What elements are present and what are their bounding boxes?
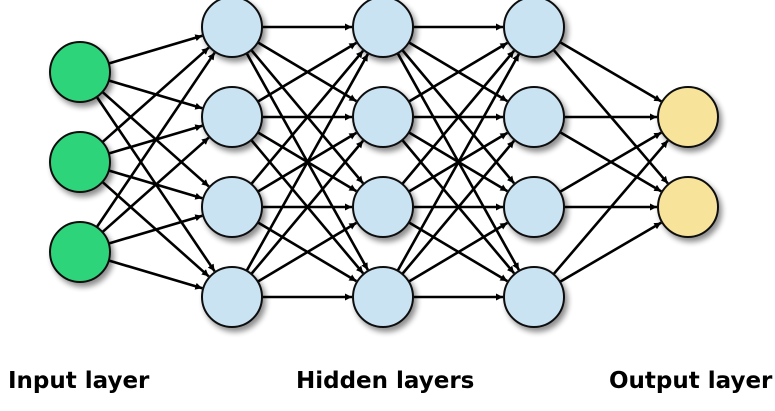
hidden-neuron-layer2-4 bbox=[201, 266, 263, 328]
connection-l3-n2-to-n1 bbox=[408, 41, 509, 103]
input-layer-label: Input layer bbox=[8, 368, 150, 394]
input-neuron-layer1-1 bbox=[49, 41, 111, 103]
hidden-neuron-layer4-1 bbox=[503, 0, 565, 58]
output-neuron-layer5-1 bbox=[657, 86, 719, 148]
hidden-neuron-layer4-3 bbox=[503, 176, 565, 238]
connection-l3-n4-to-n3 bbox=[408, 221, 509, 283]
connection-l1-n3-to-n1 bbox=[95, 51, 216, 228]
hidden-neuron-layer2-3 bbox=[201, 176, 263, 238]
output-neuron-layer5-2 bbox=[657, 176, 719, 238]
connection-l4-n3-to-n1 bbox=[559, 131, 662, 193]
hidden-neuron-layer3-3 bbox=[352, 176, 414, 238]
hidden-neuron-layer3-4 bbox=[352, 266, 414, 328]
hidden-neuron-layer2-1 bbox=[201, 0, 263, 58]
connections-group bbox=[95, 23, 669, 301]
connection-l2-n2-to-n1 bbox=[257, 41, 358, 103]
connection-l1-n2-to-n1 bbox=[101, 46, 210, 144]
neurons-group bbox=[49, 0, 719, 328]
hidden-neuron-layer3-1 bbox=[352, 0, 414, 58]
output-layer-label: Output layer bbox=[609, 368, 773, 394]
connection-l4-n4-to-n1 bbox=[552, 139, 669, 276]
hidden-neuron-layer4-4 bbox=[503, 266, 565, 328]
connection-l1-n3-to-n3 bbox=[108, 214, 203, 245]
connection-l4-n4-to-n2 bbox=[559, 221, 662, 283]
input-neuron-layer1-3 bbox=[49, 221, 111, 283]
hidden-neuron-layer3-2 bbox=[352, 86, 414, 148]
hidden-neuron-layer4-2 bbox=[503, 86, 565, 148]
input-neuron-layer1-2 bbox=[49, 131, 111, 193]
connection-l3-n4-to-n2 bbox=[401, 139, 516, 275]
hidden-neuron-layer2-2 bbox=[201, 86, 263, 148]
connection-l3-n3-to-n1 bbox=[401, 49, 516, 185]
connection-l1-n1-to-n1 bbox=[108, 34, 203, 65]
connection-l2-n4-to-n1 bbox=[245, 53, 370, 272]
connection-l1-n3-to-n2 bbox=[101, 136, 210, 234]
connection-l4-n1-to-n1 bbox=[559, 41, 662, 103]
hidden-layers-label: Hidden layers bbox=[296, 368, 475, 394]
connection-l1-n3-to-n4 bbox=[108, 259, 203, 290]
connection-l2-n3-to-n1 bbox=[250, 49, 365, 185]
connection-l3-n4-to-n1 bbox=[396, 53, 521, 272]
connection-l2-n4-to-n3 bbox=[257, 221, 358, 283]
connection-l2-n4-to-n2 bbox=[250, 139, 365, 275]
